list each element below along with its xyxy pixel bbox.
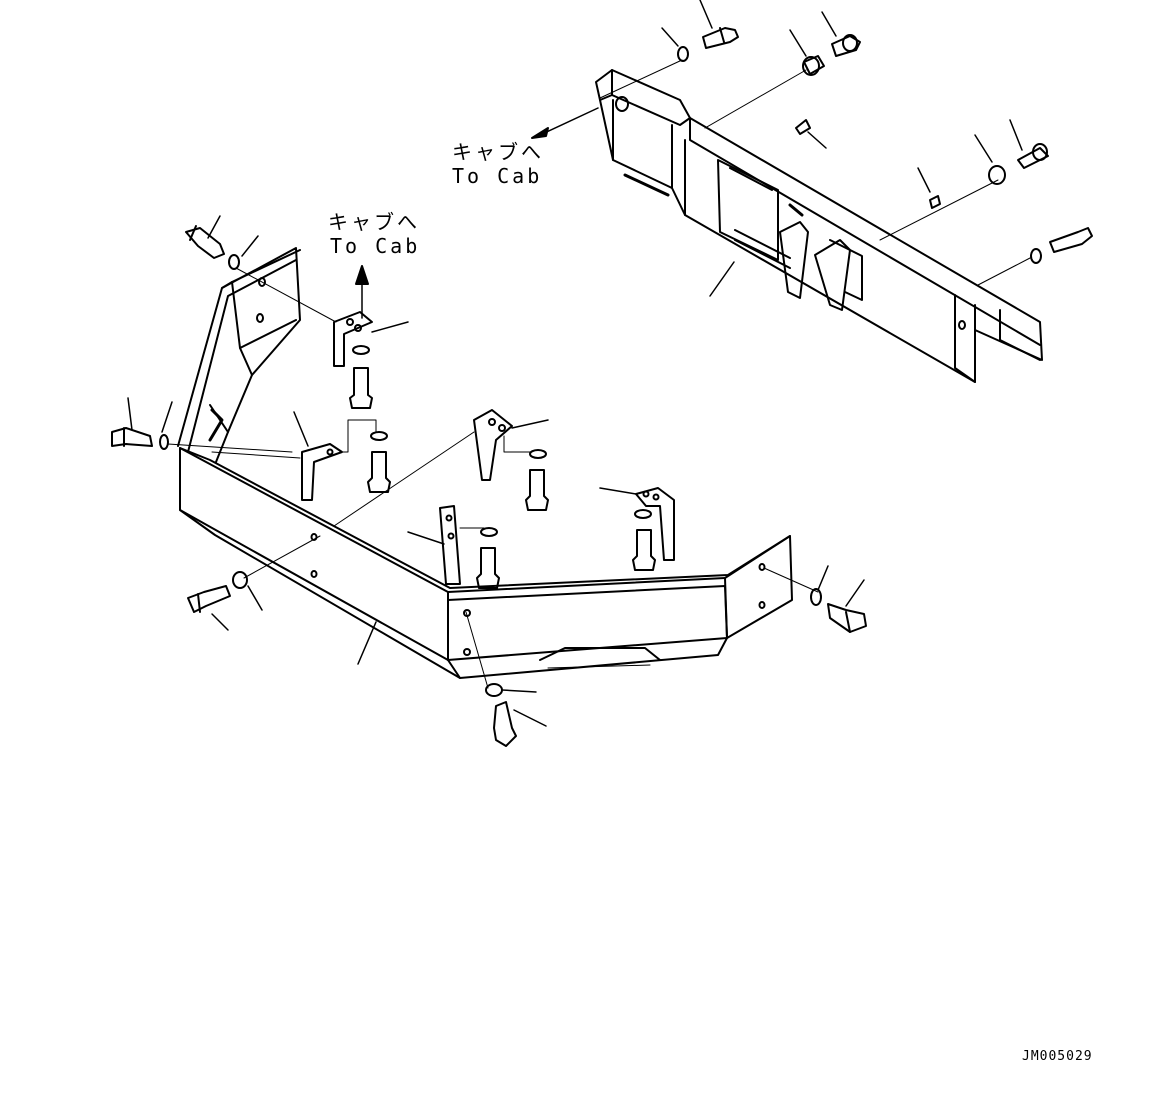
bumper-fasteners: [111, 215, 867, 747]
to-cab-label-upper-jp: キャブへ: [452, 140, 544, 164]
to-cab-arrow-upper: [531, 107, 599, 139]
to-cab-label-left-en: To Cab: [330, 234, 421, 258]
drawing-code: JM005029: [1022, 1049, 1093, 1064]
upper-fasteners: [599, 0, 1093, 297]
bumper-assembly: [177, 247, 793, 679]
mount-brackets: [301, 311, 675, 585]
to-cab-label-upper-en: To Cab: [452, 164, 543, 188]
to-cab-arrow-left: [355, 265, 369, 319]
rear-bracket-assembly: [595, 69, 1043, 383]
to-cab-label-left-jp: キャブへ: [328, 210, 420, 234]
